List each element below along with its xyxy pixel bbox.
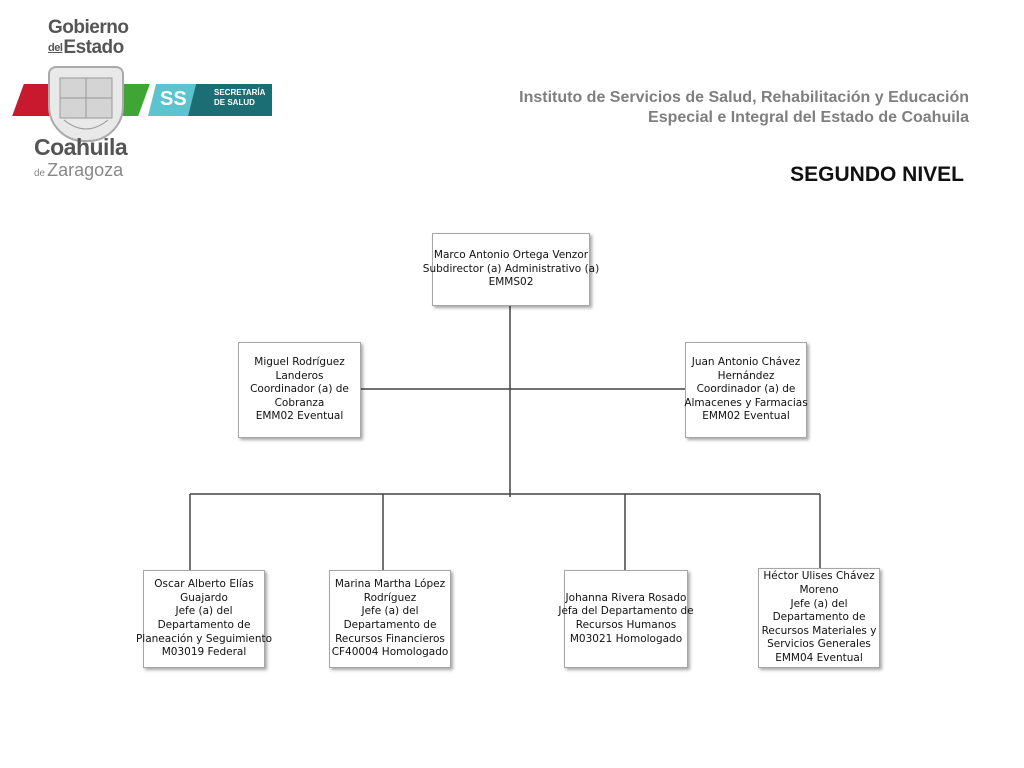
node-line: EMM04 Eventual bbox=[775, 651, 863, 664]
org-node-coordinador-almacenes: Juan Antonio Chávez Hernández Coordinado… bbox=[684, 342, 808, 438]
node-line: EMM02 Eventual bbox=[255, 410, 344, 423]
node-line: Departamento de bbox=[157, 619, 251, 631]
node-line: Departamento de bbox=[343, 619, 437, 631]
node-line: Juan Antonio Chávez bbox=[691, 356, 801, 369]
node-line: Coordinador (a) de bbox=[250, 383, 349, 396]
org-node-subdirector: Marco Antonio Ortega Venzor Subdirector … bbox=[423, 233, 599, 306]
node-text: Juan Antonio Chávez Hernández Coordinado… bbox=[684, 356, 807, 424]
institute-name-line1: Instituto de Servicios de Salud, Rehabil… bbox=[519, 89, 969, 106]
page-title: SEGUNDO NIVEL bbox=[790, 163, 964, 186]
institute-name-line2: Especial e Integral del Estado de Coahui… bbox=[648, 109, 969, 126]
logo-zaragoza-word: Zaragoza bbox=[47, 160, 124, 180]
logo-gobierno-text: Gobierno bbox=[48, 17, 129, 38]
logo-de-text: de bbox=[34, 168, 46, 179]
node-line: Guajardo bbox=[180, 591, 228, 604]
secretaria-salud-badge bbox=[148, 84, 272, 116]
de-salud-label: DE SALUD bbox=[214, 98, 255, 107]
node-line: Recursos Financieros bbox=[335, 632, 445, 645]
node-line: Servicios Generales bbox=[767, 638, 871, 651]
node-line: M03019 Federal bbox=[161, 646, 247, 659]
logo-del-estado-text: delEstado bbox=[48, 38, 124, 58]
node-line: Héctor Ulises Chávez bbox=[763, 570, 875, 583]
node-line: Miguel Rodríguez bbox=[254, 356, 345, 369]
secretaria-label: SECRETARÍA bbox=[214, 88, 266, 97]
logo-del-text: del bbox=[48, 42, 63, 54]
node-text: Marco Antonio Ortega Venzor Subdirector … bbox=[423, 249, 599, 290]
node-line: Oscar Alberto Elías bbox=[154, 578, 254, 591]
node-text: Miguel Rodríguez Landeros Coordinador (a… bbox=[250, 356, 349, 424]
node-line: EMMS02 bbox=[488, 276, 534, 289]
node-line: Jefe (a) del bbox=[790, 597, 848, 610]
node-line: Planeación y Seguimiento bbox=[135, 632, 273, 645]
node-line: Hernández bbox=[717, 369, 775, 382]
org-node-depto-financieros: Marina Martha López Rodríguez Jefe (a) d… bbox=[329, 570, 451, 668]
node-line: M03021 Homologado bbox=[569, 632, 683, 645]
node-line: EMM02 Eventual bbox=[702, 410, 790, 423]
node-text: Marina Martha López Rodríguez Jefe (a) d… bbox=[332, 578, 449, 660]
node-line: Johanna Rivera Rosado bbox=[565, 591, 687, 604]
node-line: Recursos Humanos bbox=[575, 619, 677, 631]
ss-label: SS bbox=[160, 88, 187, 110]
org-node-depto-materiales: Héctor Ulises Chávez Moreno Jefe (a) del… bbox=[758, 568, 880, 668]
node-text: Héctor Ulises Chávez Moreno Jefe (a) del… bbox=[762, 570, 877, 665]
node-line: Almacenes y Farmacias bbox=[684, 396, 808, 409]
coahuila-government-logo: Gobierno delEstado SS SECRETARÍA DE SALU… bbox=[12, 17, 280, 183]
node-line: Moreno bbox=[799, 584, 839, 597]
logo-coahuila-text: Coahuila bbox=[34, 134, 128, 160]
coat-of-arms-icon bbox=[48, 66, 124, 142]
node-line: Rodríguez bbox=[363, 591, 417, 604]
node-line: Jefe (a) del bbox=[175, 605, 233, 618]
node-line: Subdirector (a) Administrativo (a) bbox=[422, 262, 600, 275]
node-line: CF40004 Homologado bbox=[331, 646, 449, 659]
org-node-depto-humanos: Johanna Rivera Rosado Jefa del Departame… bbox=[558, 570, 694, 668]
node-line: Marco Antonio Ortega Venzor bbox=[433, 249, 589, 262]
node-line: Coordinador (a) de bbox=[696, 383, 796, 396]
node-line: Departamento de bbox=[772, 611, 866, 624]
org-node-depto-planeacion: Oscar Alberto Elías Guajardo Jefe (a) de… bbox=[136, 570, 272, 668]
node-text: Johanna Rivera Rosado Jefa del Departame… bbox=[558, 592, 693, 646]
node-line: Landeros bbox=[275, 369, 324, 382]
org-node-coordinador-cobranza: Miguel Rodríguez Landeros Coordinador (a… bbox=[238, 342, 361, 438]
node-line: Jefa del Departamento de bbox=[558, 605, 694, 618]
node-line: Cobranza bbox=[274, 396, 325, 409]
node-line: Jefe (a) del bbox=[361, 605, 419, 618]
logo-estado-text: Estado bbox=[63, 37, 124, 58]
node-line: Marina Martha López bbox=[334, 578, 446, 591]
node-line: Recursos Materiales y bbox=[761, 624, 877, 637]
node-text: Oscar Alberto Elías Guajardo Jefe (a) de… bbox=[136, 578, 272, 660]
